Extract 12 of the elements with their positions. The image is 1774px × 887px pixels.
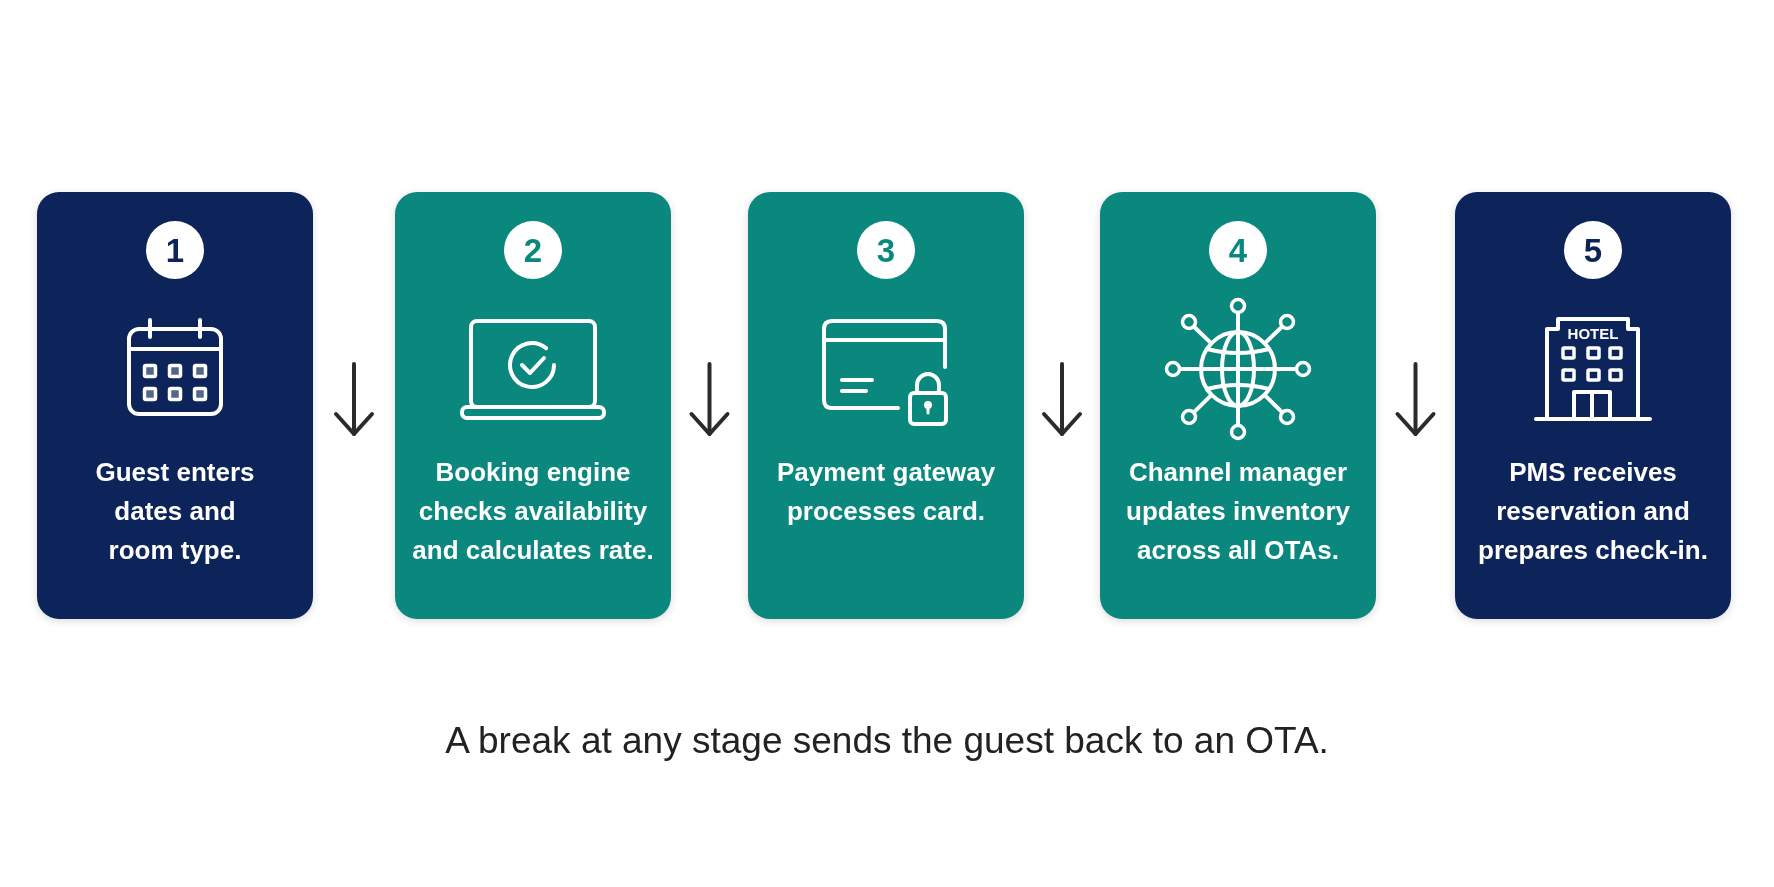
step-description: Booking engine checks availability and calculates rate. <box>411 456 655 567</box>
step-card <box>395 192 671 619</box>
step-description: Channel manager updates inventory across all OTAs. <box>1125 456 1351 567</box>
caption-text: A break at any stage sends the guest back to an OTA. <box>445 719 1329 763</box>
step-card <box>37 192 313 619</box>
step-card <box>748 192 1024 619</box>
step-description: PMS receives reservation and prepares check-in. <box>1477 456 1709 567</box>
step-card <box>1100 192 1376 619</box>
sign-text: HOTEL <box>1567 326 1619 341</box>
step-description: Payment gateway processes card. <box>775 456 997 528</box>
step-description: Guest enters dates and room type. <box>94 456 256 567</box>
step-card <box>1455 192 1731 619</box>
